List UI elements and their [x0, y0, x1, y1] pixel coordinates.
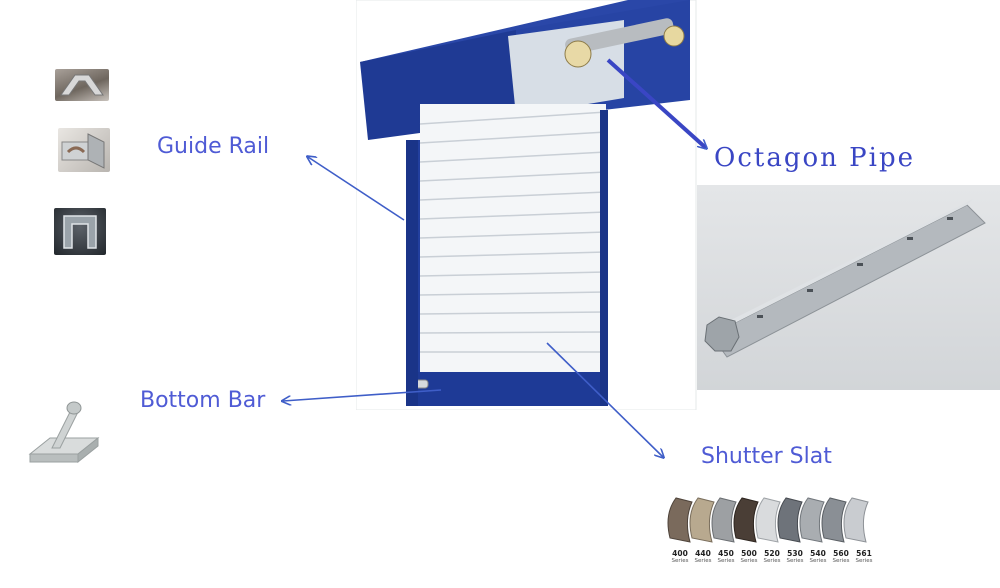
shutter-slats: [419, 104, 607, 384]
guide-rail-label: Guide Rail: [157, 134, 270, 159]
slat-profiles-icon: [667, 497, 869, 543]
guide-rail-photo-2: [58, 128, 110, 172]
roller-shutter-illustration: [355, 0, 697, 411]
slat-series-photo: [664, 484, 876, 546]
guide-rail-photo-3: [54, 208, 106, 255]
octagon-pipe-label: Octagon Pipe: [714, 143, 915, 173]
guide-rail-photo-1: [55, 69, 109, 101]
shutter-slat-label: Shutter Slat: [701, 444, 832, 469]
rail-profile-icon: [60, 74, 104, 96]
bottom-bar-label: Bottom Bar: [140, 388, 266, 413]
octagon-pipe-icon: [704, 199, 986, 358]
bottom-bar-profile-icon: [28, 401, 100, 464]
roller-shutter-diagram: [355, 0, 1000, 411]
rail-profile-icon: [61, 133, 105, 169]
rail-profile-icon: [63, 215, 97, 249]
octagon-pipe-photo: [697, 185, 1000, 390]
bottom-bar-photo: [26, 398, 102, 470]
